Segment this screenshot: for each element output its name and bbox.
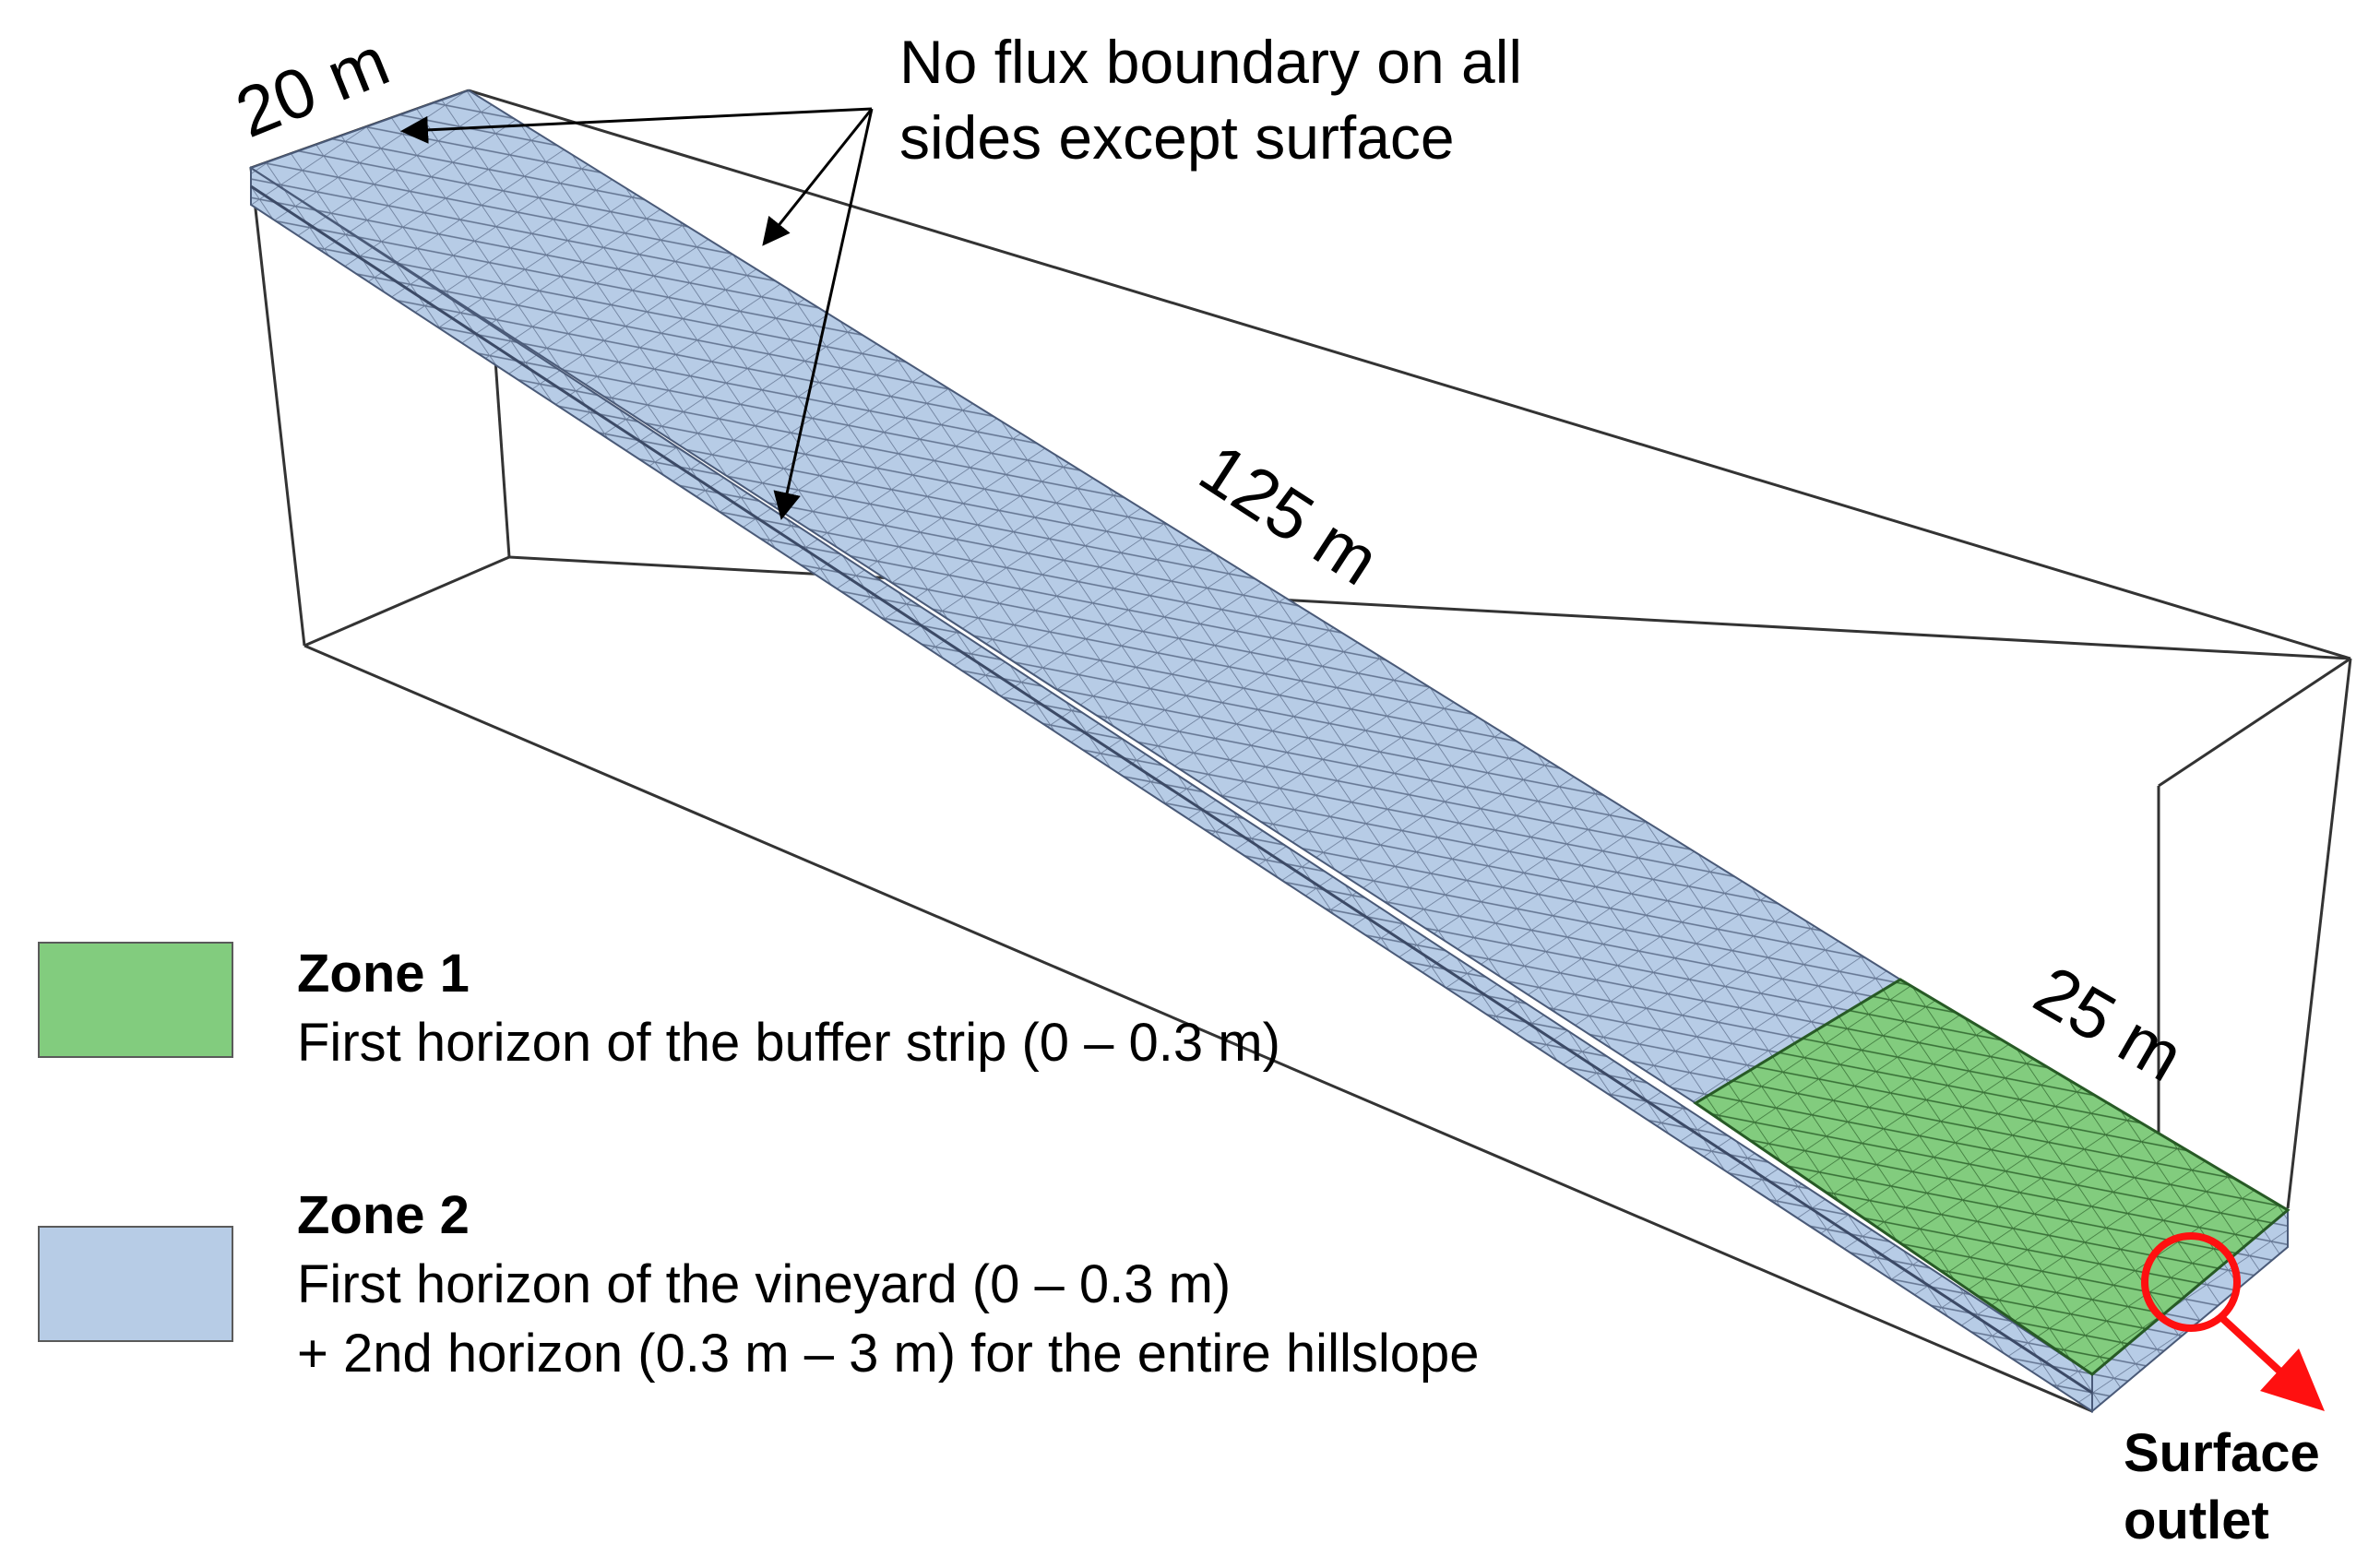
legend: Zone 1 First horizon of the buffer strip… <box>38 942 1480 1384</box>
outlet-marker <box>2141 1232 2325 1411</box>
slab-side <box>250 166 2289 1414</box>
annotation-arrows <box>400 107 874 520</box>
legend-zone1-description: First horizon of the buffer strip (0 – 0… <box>297 1013 1280 1073</box>
legend-zone2-description-1: First horizon of the vineyard (0 – 0.3 m… <box>297 1254 1231 1314</box>
zone1-surface <box>1693 978 2291 1376</box>
annotation-line1: No flux boundary on all <box>899 28 1522 96</box>
legend-swatch-zone1 <box>38 942 233 1058</box>
outlet-label-line1: Surface <box>2124 1423 2320 1483</box>
legend-zone1-title: Zone 1 <box>297 944 470 1004</box>
legend-zone2-description-2: + 2nd horizon (0.3 m – 3 m) for the enti… <box>297 1324 1480 1384</box>
annotation-line2: sides except surface <box>899 103 1455 172</box>
legend-swatch-zone2 <box>38 1226 233 1342</box>
outlet-label-line2: outlet <box>2124 1491 2269 1550</box>
legend-zone2-title: Zone 2 <box>297 1185 470 1245</box>
zone2-surface <box>248 89 1902 1105</box>
